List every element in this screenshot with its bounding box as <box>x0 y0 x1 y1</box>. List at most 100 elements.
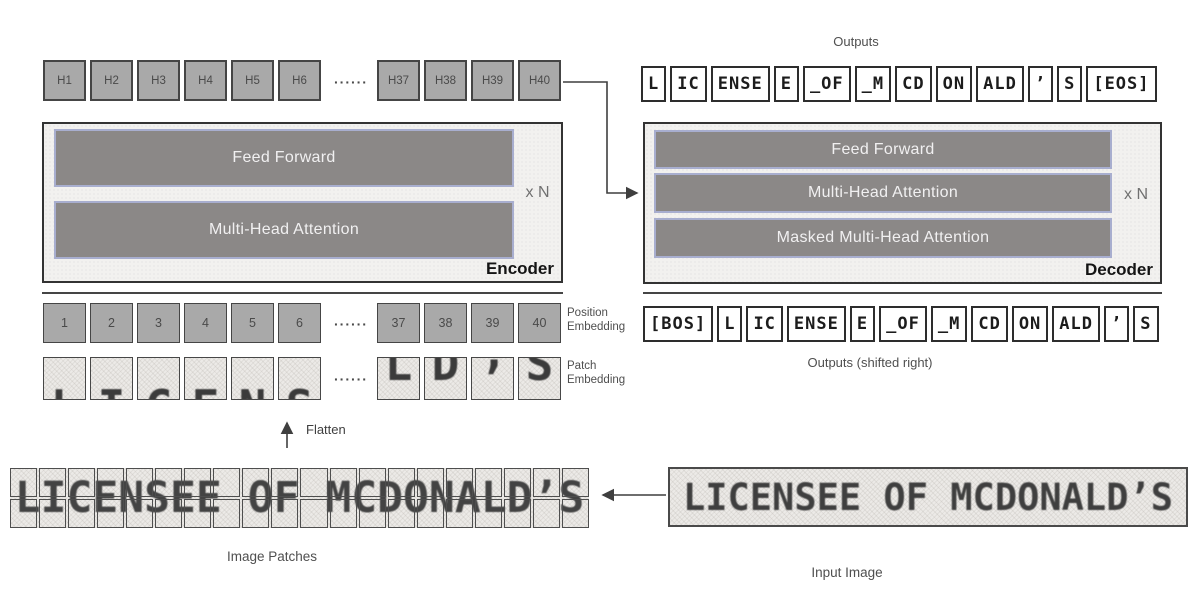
input-image-caption: Input Image <box>811 565 883 580</box>
decoder-repeat-label: x N <box>1124 186 1148 203</box>
patch-embedding-patch: L <box>43 357 86 400</box>
patch-embedding-patch: E <box>184 357 227 400</box>
image-patch-cell <box>155 468 183 497</box>
patch-letter-fragment: I <box>98 384 126 399</box>
patch-embedding-row-right: L D ’ S <box>377 357 561 400</box>
decoder-feed-forward-layer: Feed Forward <box>654 130 1112 169</box>
patch-embedding-patch: S <box>278 357 321 400</box>
position-embedding-token: 40 <box>518 303 561 343</box>
image-patch-cell <box>387 499 415 528</box>
image-patch-cell <box>532 468 560 497</box>
hidden-state-token: H1 <box>43 60 86 101</box>
output-token: ON <box>1011 306 1049 342</box>
outputs-shifted-caption: Outputs (shifted right) <box>807 355 933 370</box>
output-token: S <box>1057 66 1083 102</box>
output-token: _M <box>930 306 968 342</box>
image-patch-cell <box>503 468 531 497</box>
image-patch-cell <box>358 468 386 497</box>
output-token: ’ <box>1104 306 1130 342</box>
hidden-state-token: H5 <box>231 60 274 101</box>
position-embedding-ellipsis: ······ <box>334 316 368 332</box>
position-embedding-token: 37 <box>377 303 420 343</box>
image-patch-cell <box>39 499 67 528</box>
patch-embedding-ellipsis: ······ <box>334 371 368 387</box>
image-patch-cell <box>271 499 299 528</box>
image-patch-cell <box>474 468 502 497</box>
h40-to-decoder-connector <box>563 81 639 200</box>
output-token: [EOS] <box>1086 66 1157 102</box>
flatten-label: Flatten <box>306 422 346 437</box>
patch-letter-fragment: C <box>145 384 173 399</box>
patch-letter-fragment: D <box>431 357 460 391</box>
image-patch-cell <box>10 468 38 497</box>
hidden-state-token: H6 <box>278 60 321 101</box>
image-patch-cell <box>387 468 415 497</box>
image-patch-cell <box>416 499 444 528</box>
image-patch-cell <box>561 499 589 528</box>
decoder-label: Decoder <box>1084 260 1153 279</box>
image-patch-cell <box>97 499 125 528</box>
position-embedding-token: 6 <box>278 303 321 343</box>
image-patch-cell <box>10 499 38 528</box>
hidden-state-token: H38 <box>424 60 467 101</box>
image-patch-cell <box>445 468 473 497</box>
image-patch-cell <box>329 468 357 497</box>
image-patch-cell <box>300 499 328 528</box>
output-token: _OF <box>879 306 927 342</box>
image-patch-cell <box>184 499 212 528</box>
image-patches: LICENSEE OF MCDONALD’S <box>10 468 589 528</box>
patch-embedding-patch: N <box>231 357 274 400</box>
hidden-state-token: H3 <box>137 60 180 101</box>
hidden-state-token: H2 <box>90 60 133 101</box>
decoder-multi-head-attention-layer: Multi-Head Attention <box>654 173 1112 213</box>
encoder-multi-head-attention-layer: Multi-Head Attention <box>54 201 514 259</box>
image-patch-cell <box>271 468 299 497</box>
output-token: IC <box>670 66 707 102</box>
image-patch-cell <box>68 468 96 497</box>
output-token: CD <box>895 66 932 102</box>
output-token: ENSE <box>710 66 770 102</box>
patch-letter-fragment: L <box>51 384 79 399</box>
hidden-state-ellipsis: ······ <box>334 74 368 90</box>
position-embedding-label: Position Embedding <box>567 307 637 334</box>
patch-letter-fragment: L <box>384 357 413 391</box>
output-token: [BOS] <box>643 306 714 342</box>
image-patch-cell <box>474 499 502 528</box>
image-patch-cell <box>242 499 270 528</box>
patch-embedding-patch: D <box>424 357 467 400</box>
patch-letter-fragment: E <box>192 384 220 399</box>
image-patch-cell <box>329 499 357 528</box>
patch-letter-fragment: N <box>239 384 267 399</box>
image-patch-cell <box>300 468 328 497</box>
position-embedding-label-line2: Embedding <box>567 320 626 333</box>
patch-embedding-label-line1: Patch <box>567 360 597 372</box>
output-token: _M <box>854 66 892 102</box>
patch-letter-fragment: S <box>525 357 554 391</box>
patch-embedding-patch: L <box>377 357 420 400</box>
patch-embedding-label: Patch Embedding <box>567 360 637 387</box>
decoder-masked-multi-head-attention-layer: Masked Multi-Head Attention <box>654 218 1112 258</box>
image-patch-cell <box>445 499 473 528</box>
output-token: E <box>773 66 799 102</box>
image-patch-cell <box>416 468 444 497</box>
patch-letter-fragment: S <box>286 384 314 399</box>
patch-embedding-label-line2: Embedding <box>567 373 626 386</box>
image-patch-cell <box>503 499 531 528</box>
hidden-state-token: H37 <box>377 60 420 101</box>
encoder-repeat-label: x N <box>525 184 550 201</box>
image-patch-cell <box>155 499 183 528</box>
image-patch-cell <box>213 499 241 528</box>
output-token: E <box>849 306 876 342</box>
position-embedding-token: 39 <box>471 303 514 343</box>
output-token: CD <box>971 306 1008 342</box>
output-token: ENSE <box>786 306 846 342</box>
output-token: L <box>641 66 667 102</box>
position-embedding-token: 4 <box>184 303 227 343</box>
encoder-baseline <box>42 292 563 294</box>
position-embedding-token: 2 <box>90 303 133 343</box>
image-patch-cell <box>561 468 589 497</box>
